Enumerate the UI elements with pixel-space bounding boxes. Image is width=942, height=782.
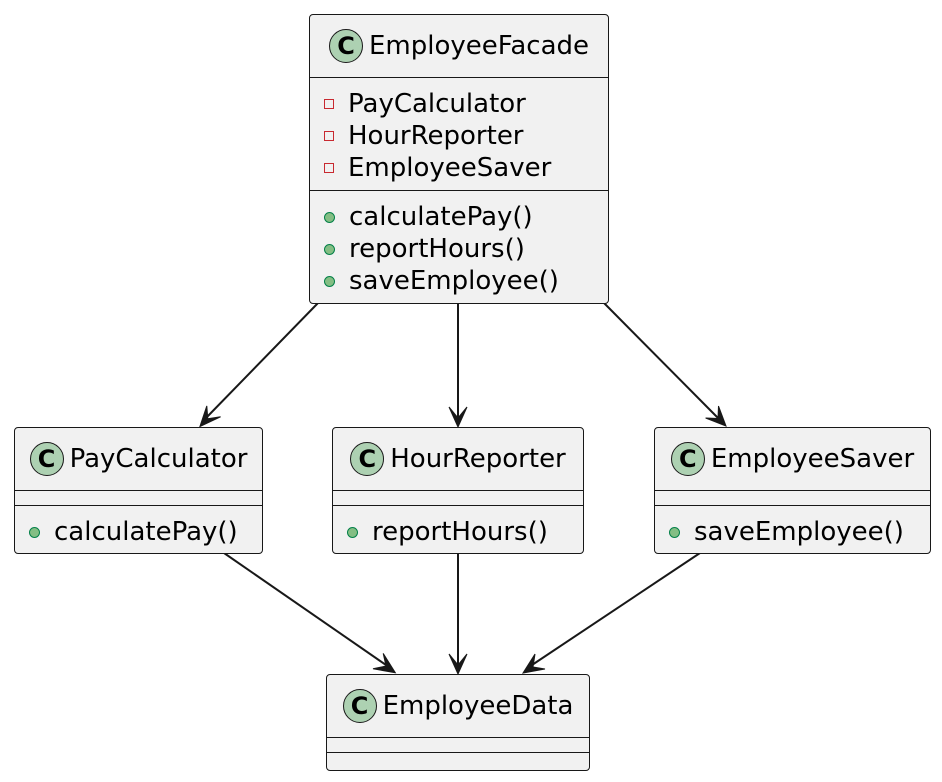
class-c-icon: C (670, 442, 705, 476)
private-field-icon (324, 99, 334, 109)
class-header: C EmployeeData (327, 675, 589, 737)
field-name: PayCalculator (348, 89, 526, 119)
class-name: HourReporter (390, 444, 566, 474)
methods-section: calculatePay() reportHours() saveEmploye… (310, 190, 608, 303)
class-name: EmployeeSaver (710, 444, 915, 474)
arrowhead-employeedata-center (448, 653, 468, 676)
methods-section: saveEmployee() (655, 505, 930, 554)
public-method-icon (29, 526, 40, 538)
method-name: saveEmployee() (694, 517, 904, 547)
public-method-icon (324, 243, 335, 255)
class-header: C EmployeeSaver (655, 428, 930, 490)
method-row: saveEmployee() (669, 516, 930, 548)
class-c-icon: C (342, 689, 377, 723)
field-name: HourReporter (348, 121, 524, 151)
class-header: C EmployeeFacade (310, 15, 608, 77)
fields-section (655, 490, 930, 505)
field-row: PayCalculator (324, 88, 608, 120)
class-name: PayCalculator (69, 444, 248, 474)
class-hour-reporter[interactable]: C HourReporter reportHours() (332, 427, 584, 554)
public-method-icon (669, 526, 680, 538)
fields-section (15, 490, 262, 505)
fields-section: PayCalculator HourReporter EmployeeSaver (310, 77, 608, 190)
method-name: calculatePay() (54, 517, 238, 547)
method-row: calculatePay() (29, 516, 262, 548)
methods-section: calculatePay() (15, 505, 262, 554)
class-employee-data[interactable]: C EmployeeData (326, 674, 590, 771)
class-employee-facade[interactable]: C EmployeeFacade PayCalculator HourRepor… (309, 14, 609, 304)
arrow-facade-to-paycalculator (205, 302, 319, 419)
field-row: HourReporter (324, 120, 608, 152)
arrowhead-hourreporter (448, 406, 468, 429)
private-field-icon (324, 163, 334, 173)
class-employee-saver[interactable]: C EmployeeSaver saveEmployee() (654, 427, 931, 554)
method-row: calculatePay() (324, 201, 608, 233)
arrow-employeesaver-to-employeedata (531, 552, 701, 666)
public-method-icon (324, 211, 335, 223)
arrowhead-employeedata-left (372, 653, 397, 674)
field-row: EmployeeSaver (324, 152, 608, 184)
public-method-icon (347, 526, 358, 538)
method-row: reportHours() (347, 516, 583, 548)
arrowhead-employeedata-right (521, 653, 546, 674)
class-header: C PayCalculator (15, 428, 262, 490)
class-header: C HourReporter (333, 428, 583, 490)
methods-section (327, 752, 589, 767)
class-c-icon: C (29, 442, 64, 476)
class-pay-calculator[interactable]: C PayCalculator calculatePay() (14, 427, 263, 554)
class-c-icon: C (350, 442, 385, 476)
class-name: EmployeeFacade (369, 31, 589, 61)
method-name: saveEmployee() (349, 266, 559, 296)
methods-section: reportHours() (333, 505, 583, 554)
field-name: EmployeeSaver (348, 153, 552, 183)
method-name: reportHours() (372, 517, 548, 547)
method-name: reportHours() (349, 234, 525, 264)
private-field-icon (324, 131, 334, 141)
fields-section (333, 490, 583, 505)
method-name: calculatePay() (349, 202, 533, 232)
arrow-paycalculator-to-employeedata (223, 552, 387, 666)
class-c-icon: C (329, 29, 363, 63)
public-method-icon (324, 275, 335, 287)
method-row: saveEmployee() (324, 265, 608, 297)
arrow-facade-to-employeesaver (603, 302, 719, 419)
arrowhead-employeesaver (705, 405, 727, 427)
class-name: EmployeeData (382, 691, 574, 721)
fields-section (327, 737, 589, 752)
method-row: reportHours() (324, 233, 608, 265)
arrowhead-paycalculator (199, 405, 221, 428)
